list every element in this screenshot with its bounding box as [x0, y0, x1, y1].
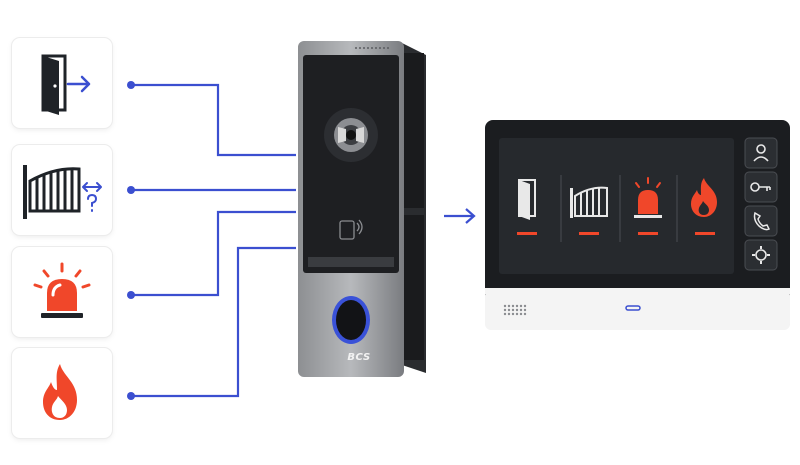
alarm-siren-icon	[33, 262, 91, 318]
fire-icon	[43, 364, 77, 420]
rfid-reader-icon	[339, 219, 363, 240]
gate-input-tile	[12, 145, 112, 235]
connector-dot-alarm	[127, 291, 135, 299]
camera-icon	[324, 108, 378, 162]
side-button-phone	[744, 205, 778, 237]
doorbell-intercom-unit	[298, 41, 426, 377]
door-exit-icon	[41, 54, 91, 115]
side-button-key	[744, 171, 778, 203]
side-button-settings	[744, 239, 778, 271]
connector-dot-gate	[127, 186, 135, 194]
monitor-indicator	[625, 305, 641, 311]
alarm-input-tile	[12, 247, 112, 337]
indoor-monitor	[485, 120, 790, 330]
connector-dot-door	[127, 81, 135, 89]
call-button-icon	[332, 296, 370, 344]
screen-door-icon	[517, 179, 537, 235]
fire-input-tile	[12, 348, 112, 438]
connector-alarm	[131, 210, 296, 297]
brand-logo: BCS	[347, 352, 371, 363]
door-input-tile	[12, 38, 112, 128]
screen-fire-icon	[691, 178, 717, 235]
monitor-screen	[499, 138, 734, 274]
side-button-user	[744, 137, 778, 169]
gate-icon	[23, 165, 102, 219]
connector-door	[131, 83, 296, 157]
connector-dot-fire	[127, 392, 135, 400]
screen-gate-icon	[570, 186, 608, 235]
screen-alarm-icon	[634, 177, 662, 235]
connector-fire	[131, 246, 296, 398]
arrow-head	[465, 208, 476, 224]
